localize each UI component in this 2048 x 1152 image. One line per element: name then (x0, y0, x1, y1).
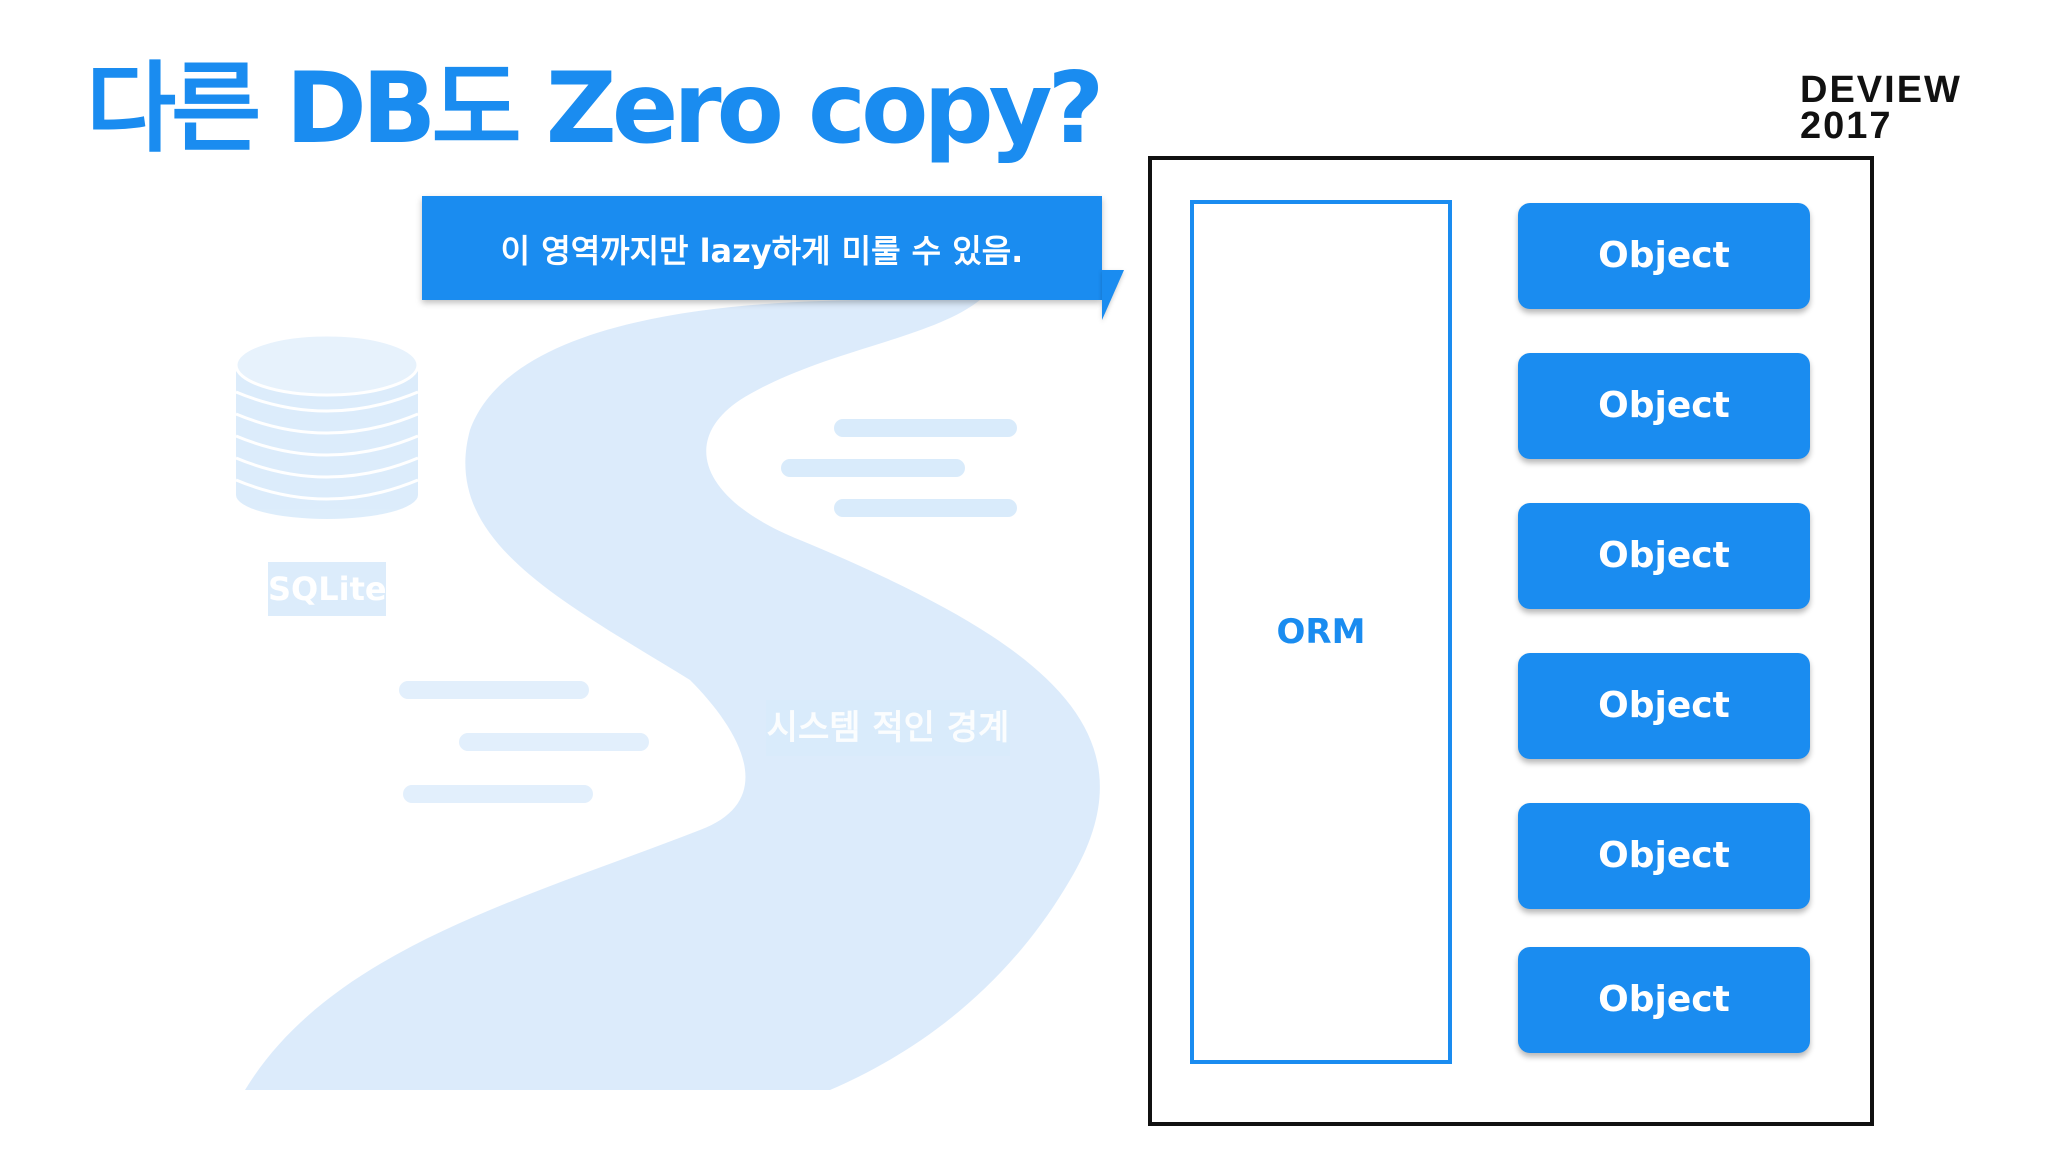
callout-tail (1102, 270, 1124, 320)
deview-logo: DEVIEW 2017 (1800, 69, 1962, 147)
orm-label: ORM (1276, 612, 1366, 652)
object-box-5: Object (1518, 803, 1810, 909)
sqlite-label: SQLite (268, 562, 387, 616)
decorative-lines-right (781, 419, 1017, 517)
boundary-river-shape (245, 300, 1100, 1090)
object-box-2: Object (1518, 353, 1810, 459)
logo-line-2: 2017 (1800, 105, 1893, 147)
decorative-lines-left (399, 681, 649, 803)
slide-title: 다른 DB도 Zero copy? (86, 52, 1104, 166)
object-box-1: Object (1518, 203, 1810, 309)
logo-line-1: DEVIEW (1800, 69, 1962, 111)
orm-box: ORM (1190, 200, 1452, 1064)
system-boundary-label: 시스템 적인 경계 (766, 700, 1010, 756)
database-icon (234, 333, 420, 519)
object-box-6: Object (1518, 947, 1810, 1053)
callout-text: 이 영역까지만 lazy하게 미룰 수 있음. (500, 232, 1024, 270)
object-box-4: Object (1518, 653, 1810, 759)
object-box-3: Object (1518, 503, 1810, 609)
callout-box: 이 영역까지만 lazy하게 미룰 수 있음. (422, 196, 1102, 300)
